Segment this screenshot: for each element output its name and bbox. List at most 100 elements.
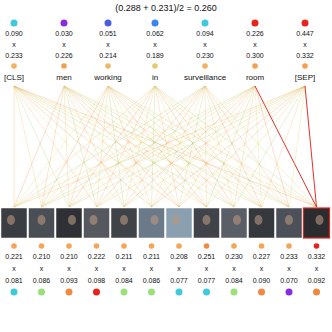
score-value: 0.230 [225,252,243,262]
attention-line [124,86,155,207]
attention-line [69,86,155,207]
video-frame [194,208,220,238]
token-word: room [246,73,264,83]
attention-line [42,86,65,207]
multiply-sign: x [205,264,209,274]
score-dot [252,20,259,27]
attention-line [124,86,255,207]
token-word: in [152,73,158,83]
score-dot [258,289,265,296]
score-dot [148,289,155,296]
score-value: 0.084 [225,276,243,286]
attention-line [305,86,317,207]
weight-dot [121,243,127,249]
attention-lines [14,86,317,207]
attention-line [64,86,69,207]
multiply-sign: x [106,40,110,50]
weight-dot [286,243,292,249]
video-frame [1,208,27,238]
attention-line [108,86,124,207]
attention-line [155,86,262,207]
video-frame [249,208,275,238]
multiply-sign: x [232,264,236,274]
attention-line [14,86,64,207]
attention-line [42,86,206,207]
attention-line [207,86,256,207]
video-frame [56,208,82,238]
score-value: 0.081 [5,276,23,286]
token-word: men [56,73,72,83]
score-value: 0.094 [196,29,214,39]
score-dot [231,289,238,296]
attention-line [108,86,207,207]
frame-face [120,215,128,225]
video-frame [111,208,137,238]
score-value: 0.233 [280,252,298,262]
attention-line [108,86,317,207]
score-value: 0.447 [296,29,314,39]
score-dot [176,289,183,296]
video-frame [304,208,330,238]
attention-line [179,86,255,207]
multiply-sign: x [12,40,16,50]
attention-line [42,86,306,207]
score-value: 0.092 [308,276,326,286]
attention-line [97,86,256,207]
token-word: [CLS] [4,73,24,83]
score-value: 0.214 [99,51,117,61]
attention-line [14,86,305,207]
multiply-sign: x [287,264,291,274]
attention-line [152,86,156,207]
frame-face [233,215,241,225]
score-value: 0.210 [33,252,51,262]
attention-line [124,86,205,207]
multiply-sign: x [303,40,307,50]
attention-line [152,86,306,207]
attention-line [205,86,289,207]
weight-dot [302,63,308,69]
score-value: 0.332 [308,252,326,262]
score-value: 0.090 [5,29,23,39]
score-value: 0.208 [170,252,188,262]
score-dot [203,289,210,296]
score-dot [93,289,100,296]
attention-line [124,86,305,207]
score-dot [66,289,73,296]
score-value: 0.233 [5,51,23,61]
multiply-sign: x [177,264,181,274]
weight-dot [259,243,265,249]
score-value: 0.030 [55,29,73,39]
score-value: 0.210 [60,252,78,262]
attention-line [179,86,305,207]
score-dot [38,289,45,296]
attention-line [207,86,306,207]
token-word: [SEP] [295,73,315,83]
frame-face [68,215,76,225]
score-dot [121,289,128,296]
weight-dot [39,243,45,249]
score-value: 0.070 [280,276,298,286]
weight-dot [11,63,17,69]
score-value: 0.227 [253,252,271,262]
weight-dot [204,243,210,249]
score-dot [286,289,293,296]
attention-line [262,86,306,207]
attention-line [69,86,205,207]
multiply-sign: x [67,264,71,274]
token-word: surveillance [184,73,226,83]
attention-line [205,86,262,207]
score-dot [202,20,209,27]
score-value: 0.251 [198,252,216,262]
video-frame [276,208,302,238]
attention-line [205,86,207,207]
score-dot [105,20,112,27]
score-value: 0.226 [246,29,264,39]
score-value: 0.051 [99,29,117,39]
attention-line [97,86,306,207]
multiply-sign: x [150,264,154,274]
score-value: 0.093 [60,276,78,286]
weight-dot [252,63,258,69]
score-dot [313,289,320,296]
weight-dot [61,63,67,69]
title: (0.288 + 0.231)/2 = 0.260 [115,3,217,13]
